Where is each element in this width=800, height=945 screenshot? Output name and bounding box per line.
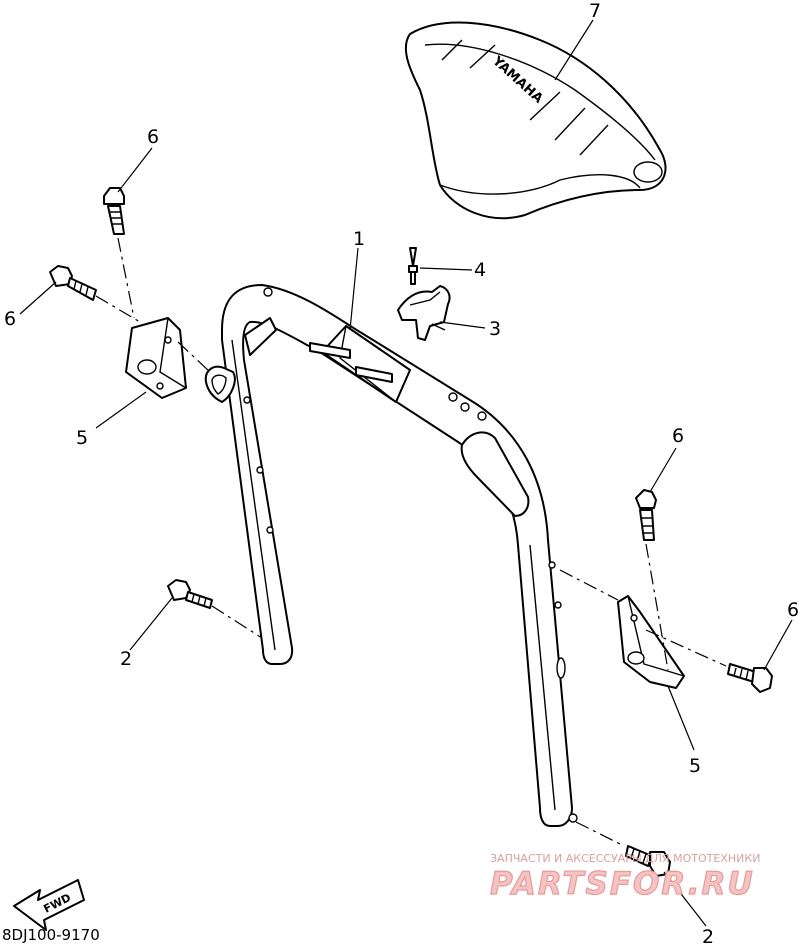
- callout-6-right: 6: [787, 599, 799, 621]
- frame[interactable]: [221, 284, 578, 827]
- bolt-left[interactable]: [49, 265, 97, 301]
- fwd-arrow: FWD: [13, 879, 85, 931]
- bolt-top[interactable]: [103, 187, 125, 235]
- callout-3: 3: [489, 318, 501, 340]
- bolt-lower-left[interactable]: [167, 579, 213, 609]
- pin[interactable]: [408, 247, 418, 285]
- frame-stud: [309, 342, 393, 383]
- callout-5-left: 5: [76, 427, 88, 449]
- diagram-code: 8DJ100-9170: [2, 926, 100, 944]
- bolt-mid-right[interactable]: [635, 489, 657, 541]
- bolt-right[interactable]: [727, 663, 773, 693]
- callout-5-right: 5: [689, 755, 701, 777]
- callout-4: 4: [474, 259, 486, 281]
- callout-2-left: 2: [120, 648, 132, 670]
- watermark-subtitle: ЗАПЧАСТИ И АКСЕССУАРЫ ДЛЯ МОТОТЕХНИКИ: [490, 852, 760, 865]
- callout-6-top: 6: [147, 126, 159, 148]
- callout-6-left: 6: [4, 308, 16, 330]
- bolt-lower-right[interactable]: [625, 845, 671, 877]
- callout-6-mid: 6: [672, 425, 684, 447]
- bracket-left[interactable]: [125, 317, 187, 399]
- watermark-brand: PARTSFOR.RU: [490, 866, 755, 902]
- callout-2-right: 2: [702, 926, 714, 945]
- bracket-right[interactable]: [617, 595, 685, 689]
- watermark: ЗАПЧАСТИ И АКСЕССУАРЫ ДЛЯ МОТОТЕХНИКИ PA…: [489, 852, 760, 903]
- clip[interactable]: [397, 285, 451, 341]
- d-ring[interactable]: [204, 365, 236, 403]
- callout-1: 1: [353, 228, 365, 250]
- seat[interactable]: YAMAHA: [404, 21, 667, 220]
- callout-7: 7: [589, 0, 601, 22]
